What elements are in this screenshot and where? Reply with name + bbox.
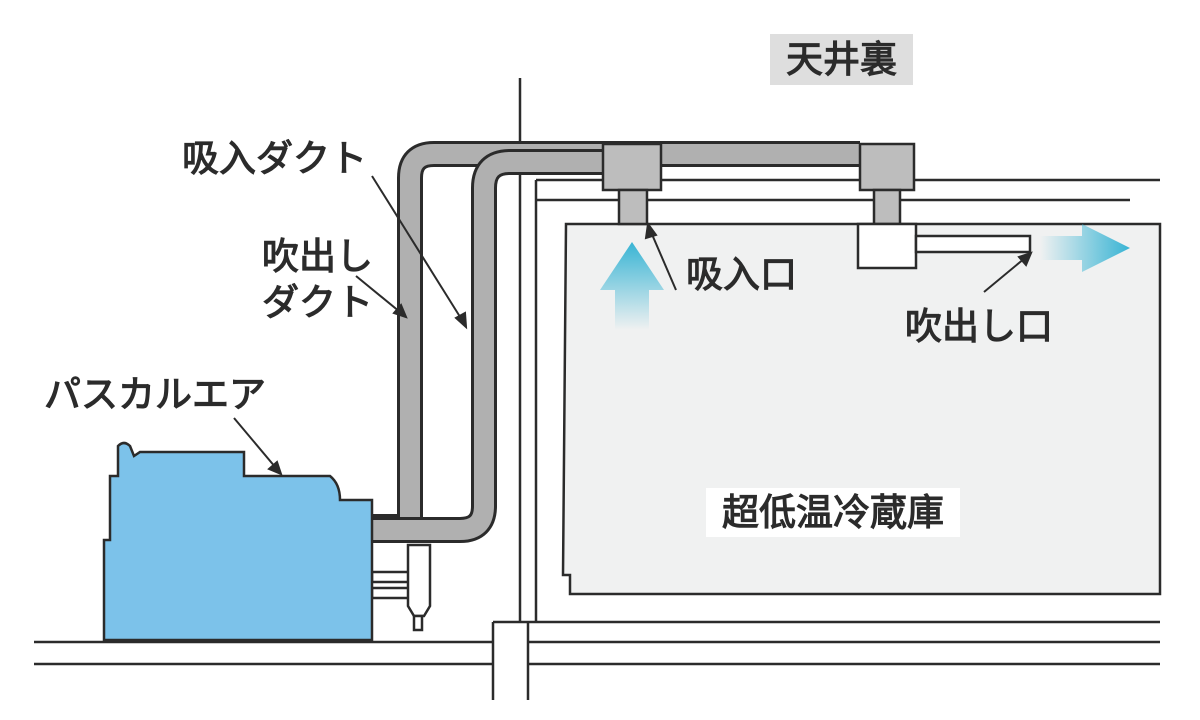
outlet-duct-label-line1: 吹出し bbox=[262, 235, 373, 278]
outlet-fitting bbox=[856, 142, 1032, 270]
intake-fitting bbox=[601, 142, 663, 226]
intake-port-label: 吸入口 bbox=[686, 253, 797, 296]
outlet-duct bbox=[372, 141, 860, 540]
intake-airflow-arrow bbox=[600, 242, 664, 330]
ceiling-label: 天井裏 bbox=[770, 34, 913, 86]
intake-duct-label: 吸入ダクト bbox=[182, 137, 367, 180]
outlet-port-label: 吹出し口 bbox=[905, 305, 1053, 348]
leader-lines bbox=[233, 175, 1033, 476]
outlet-duct-label-line2: ダクト bbox=[262, 281, 373, 324]
pascal-air-unit bbox=[102, 441, 374, 642]
freezer-label: 超低温冷蔵庫 bbox=[706, 488, 960, 538]
outlet-airflow-arrow bbox=[1040, 224, 1130, 272]
drain-pipe bbox=[370, 543, 432, 632]
intake-duct bbox=[372, 149, 640, 543]
pascal-air-label: パスカルエア bbox=[44, 373, 266, 416]
